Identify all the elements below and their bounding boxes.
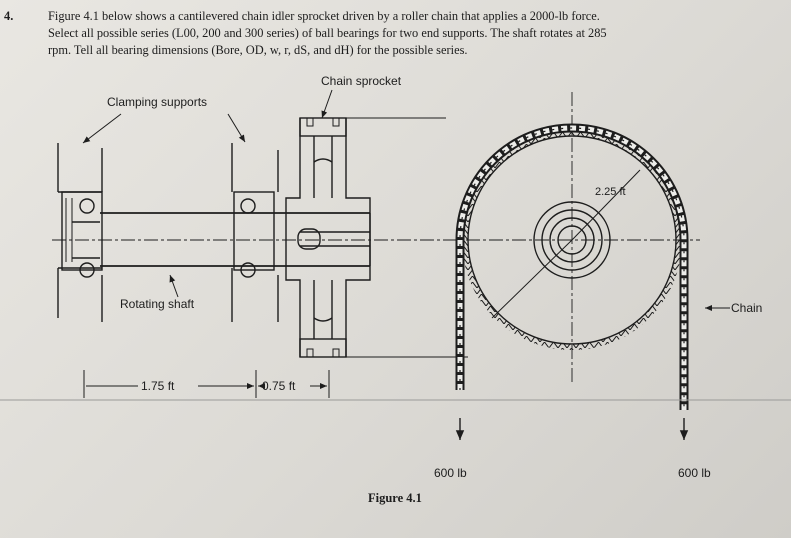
problem-number: 4. bbox=[4, 9, 14, 23]
right-bearing bbox=[233, 191, 275, 271]
left-clamping-support bbox=[57, 143, 103, 322]
radius-label: 2.25 ft bbox=[595, 186, 626, 198]
problem-line-1: 4.Figure 4.1 below shows a cantilevered … bbox=[4, 9, 600, 23]
problem-statement: 4.Figure 4.1 below shows a cantilevered … bbox=[4, 8, 766, 59]
leader-lines bbox=[82, 89, 730, 311]
left-bearing-ball-top bbox=[79, 198, 95, 214]
chain-sprocket-front bbox=[462, 130, 682, 350]
dimension-lines bbox=[0, 370, 791, 401]
figure-caption: Figure 4.1 bbox=[368, 491, 422, 505]
radius-line bbox=[491, 239, 573, 319]
rotating-shaft bbox=[72, 212, 371, 267]
problem-line-2: Select all possible series (L00, 200 and… bbox=[48, 26, 607, 40]
right-bearing-ball-bottom bbox=[240, 262, 256, 278]
load-left-label: 600 lb bbox=[434, 466, 467, 480]
chain-sprocket-label: Chain sprocket bbox=[321, 74, 402, 88]
chain-label: Chain bbox=[731, 301, 762, 315]
right-clamping-support bbox=[231, 143, 279, 322]
sprocket-hub-mid bbox=[541, 209, 603, 271]
sprocket-bore bbox=[557, 225, 587, 255]
rotating-shaft-label: Rotating shaft bbox=[120, 297, 195, 311]
roller-chain bbox=[455, 123, 689, 410]
chain-sprocket-side bbox=[285, 117, 468, 358]
problem-line-3: rpm. Tell all bearing dimensions (Bore, … bbox=[48, 43, 468, 57]
load-right-label: 600 lb bbox=[678, 466, 711, 480]
sprocket-teeth bbox=[462, 130, 682, 350]
radius-leader bbox=[571, 169, 641, 241]
sprocket-hub-inner bbox=[549, 217, 595, 263]
load-arrows bbox=[455, 418, 689, 440]
clamping-supports-label: Clamping supports bbox=[107, 95, 207, 109]
dimension-left-label: 1.75 ft bbox=[141, 379, 175, 393]
left-bearing-ball-bottom bbox=[79, 262, 95, 278]
left-bearing bbox=[61, 191, 103, 271]
sprocket-hub-outer bbox=[533, 201, 611, 279]
right-bearing-ball-top bbox=[240, 198, 256, 214]
sprocket-rim bbox=[467, 135, 677, 345]
keyway bbox=[297, 228, 321, 250]
dimension-right-label: 0.75 ft bbox=[262, 379, 296, 393]
